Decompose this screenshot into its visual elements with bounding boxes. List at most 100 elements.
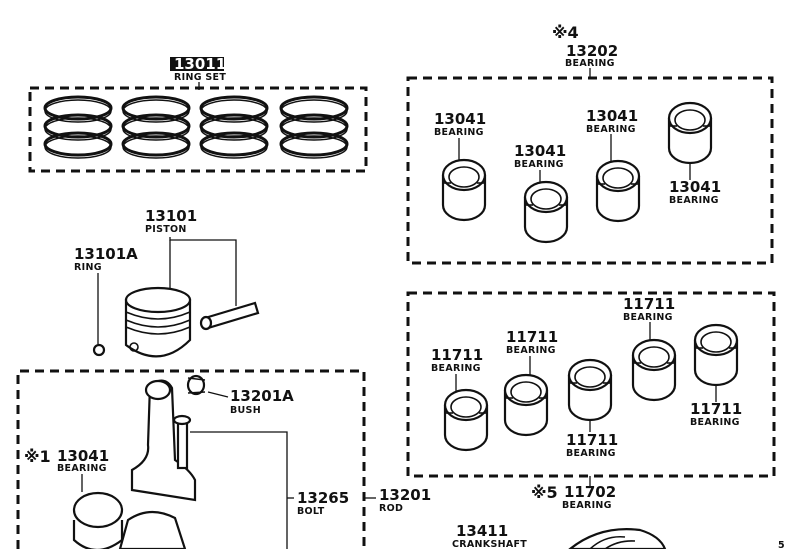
ring-label: RING bbox=[74, 262, 102, 273]
main-bearing-shells bbox=[443, 323, 739, 452]
piston-body bbox=[124, 298, 192, 358]
ring-set-number: 13011 bbox=[174, 55, 226, 73]
conrod-bearing-shell bbox=[595, 159, 641, 223]
rod-bearing-label: BEARING bbox=[57, 463, 107, 474]
bush-label: BUSH bbox=[230, 405, 261, 416]
bearing-shell-inner bbox=[700, 331, 732, 353]
connecting-rod bbox=[130, 379, 197, 502]
conrod-bearing-2-number: 13041 bbox=[514, 142, 566, 160]
piston-ring-edge bbox=[44, 117, 112, 141]
piston-ring bbox=[121, 113, 191, 139]
piston-ring bbox=[43, 131, 113, 157]
bearing-shell-rim bbox=[693, 323, 739, 357]
bush-sides bbox=[187, 377, 206, 394]
piston-ring bbox=[199, 131, 269, 157]
ring-set-label: RING SET bbox=[174, 72, 226, 83]
conrod-bearing-3-number: 13041 bbox=[586, 107, 638, 125]
piston-ring bbox=[121, 131, 191, 157]
crankshaft-number: 13411 bbox=[456, 522, 508, 540]
crankshaft-group: 13411 CRANKSHAFT 5 bbox=[452, 522, 785, 549]
bearing-shell-inner bbox=[602, 167, 634, 189]
piston-ring bbox=[43, 113, 113, 139]
rod-bearing-number: 13041 bbox=[57, 447, 109, 465]
ring-set-group: 13011 RING SET bbox=[28, 55, 368, 173]
piston-pin-hole bbox=[129, 342, 139, 352]
piston-group: 13101 PISTON 13101A RING bbox=[74, 207, 260, 358]
rod-box bbox=[16, 369, 366, 549]
bearing-shell-rim bbox=[441, 158, 487, 192]
conrod-bearing-1-label: BEARING bbox=[434, 127, 484, 138]
conrod-bearing-4-label: BEARING bbox=[669, 195, 719, 206]
bearing-shell-rim bbox=[667, 101, 713, 135]
piston-crown bbox=[124, 286, 192, 314]
main-bearing-5-number: 11711 bbox=[690, 400, 742, 418]
ring-number: 13101A bbox=[74, 245, 138, 263]
crankshaft-partial bbox=[568, 528, 667, 549]
rod-number: 13201 bbox=[379, 486, 431, 504]
crankshaft-label: CRANKSHAFT bbox=[452, 539, 527, 549]
bearing-shell-inner bbox=[450, 396, 482, 418]
conrod-set-number: 13202 bbox=[566, 42, 618, 60]
piston-ring-edge bbox=[44, 135, 112, 159]
main-set-label: BEARING bbox=[562, 500, 612, 511]
main-bearing-4-label: BEARING bbox=[623, 312, 673, 323]
bearing-shell-rim bbox=[567, 358, 613, 392]
rod-cap bbox=[118, 510, 187, 549]
piston-ring-edge bbox=[122, 135, 190, 159]
main-bearing-2-label: BEARING bbox=[506, 345, 556, 356]
bolt-number: 13265 bbox=[297, 489, 349, 507]
rod-bearing-mark: ※1 bbox=[24, 447, 51, 466]
rod-bearing-rim bbox=[72, 491, 124, 529]
piston-ring-edge bbox=[280, 99, 348, 123]
bearing-shell-inner bbox=[638, 346, 670, 368]
bearing-shell-rim bbox=[631, 338, 677, 372]
conrod-set-box bbox=[406, 76, 774, 265]
ring-set-number-highlight bbox=[170, 57, 224, 71]
piston-ring-edge bbox=[280, 135, 348, 159]
conrod-bearing-3-label: BEARING bbox=[586, 124, 636, 135]
main-set-number: 11702 bbox=[564, 483, 616, 501]
conrod-bearing-set: ※4 13202 BEARING 13041 BEARING 13041 BEA… bbox=[406, 23, 774, 265]
piston-ring-edge bbox=[122, 117, 190, 141]
piston-ring-edge bbox=[200, 99, 268, 123]
conrod-bearing-4-number: 13041 bbox=[669, 178, 721, 196]
main-bearing-3-number: 11711 bbox=[566, 431, 618, 449]
rod-group: 13201A BUSH 13265 BOLT 13201 ROD ※1 1304… bbox=[16, 369, 431, 549]
bolt-leader bbox=[190, 431, 288, 549]
rod-bolt bbox=[176, 416, 189, 470]
conrod-bearing-shell bbox=[523, 180, 569, 244]
main-bearing-3-label: BEARING bbox=[566, 448, 616, 459]
piston-ring bbox=[43, 95, 113, 121]
small-end-bush bbox=[186, 374, 206, 396]
piston-ring bbox=[199, 113, 269, 139]
conrod-set-label: BEARING bbox=[565, 58, 615, 69]
snap-ring bbox=[92, 343, 106, 357]
bush-number: 13201A bbox=[230, 387, 294, 405]
piston-groove-1 bbox=[125, 311, 191, 320]
main-bearing-shell bbox=[631, 338, 677, 402]
piston-pin-end bbox=[199, 315, 213, 331]
bearing-shell-inner bbox=[448, 166, 480, 188]
piston-ring bbox=[279, 113, 349, 139]
piston-ring-edge bbox=[200, 135, 268, 159]
rod-bearing-shell bbox=[72, 491, 124, 549]
conrod-bearing-shell bbox=[441, 158, 487, 222]
piston-ring-edge bbox=[280, 117, 348, 141]
main-bearing-1-label: BEARING bbox=[431, 363, 481, 374]
conrod-bearing-2-label: BEARING bbox=[514, 159, 564, 170]
rod-small-end bbox=[144, 379, 172, 401]
bolt-label: BOLT bbox=[297, 506, 325, 517]
rod-label: ROD bbox=[379, 503, 403, 514]
bush-leader bbox=[207, 391, 229, 398]
piston-ring bbox=[121, 95, 191, 121]
bearing-shell-inner bbox=[674, 109, 706, 131]
main-bearing-shell bbox=[503, 373, 549, 437]
piston-ring bbox=[279, 95, 349, 121]
piston-ring-edge bbox=[122, 99, 190, 123]
main-set-mark: ※5 bbox=[531, 483, 558, 502]
rod-bearing-body bbox=[72, 520, 124, 549]
piston-ring bbox=[199, 95, 269, 121]
bearing-shell-rim bbox=[595, 159, 641, 193]
main-bearing-4-number: 11711 bbox=[623, 295, 675, 313]
